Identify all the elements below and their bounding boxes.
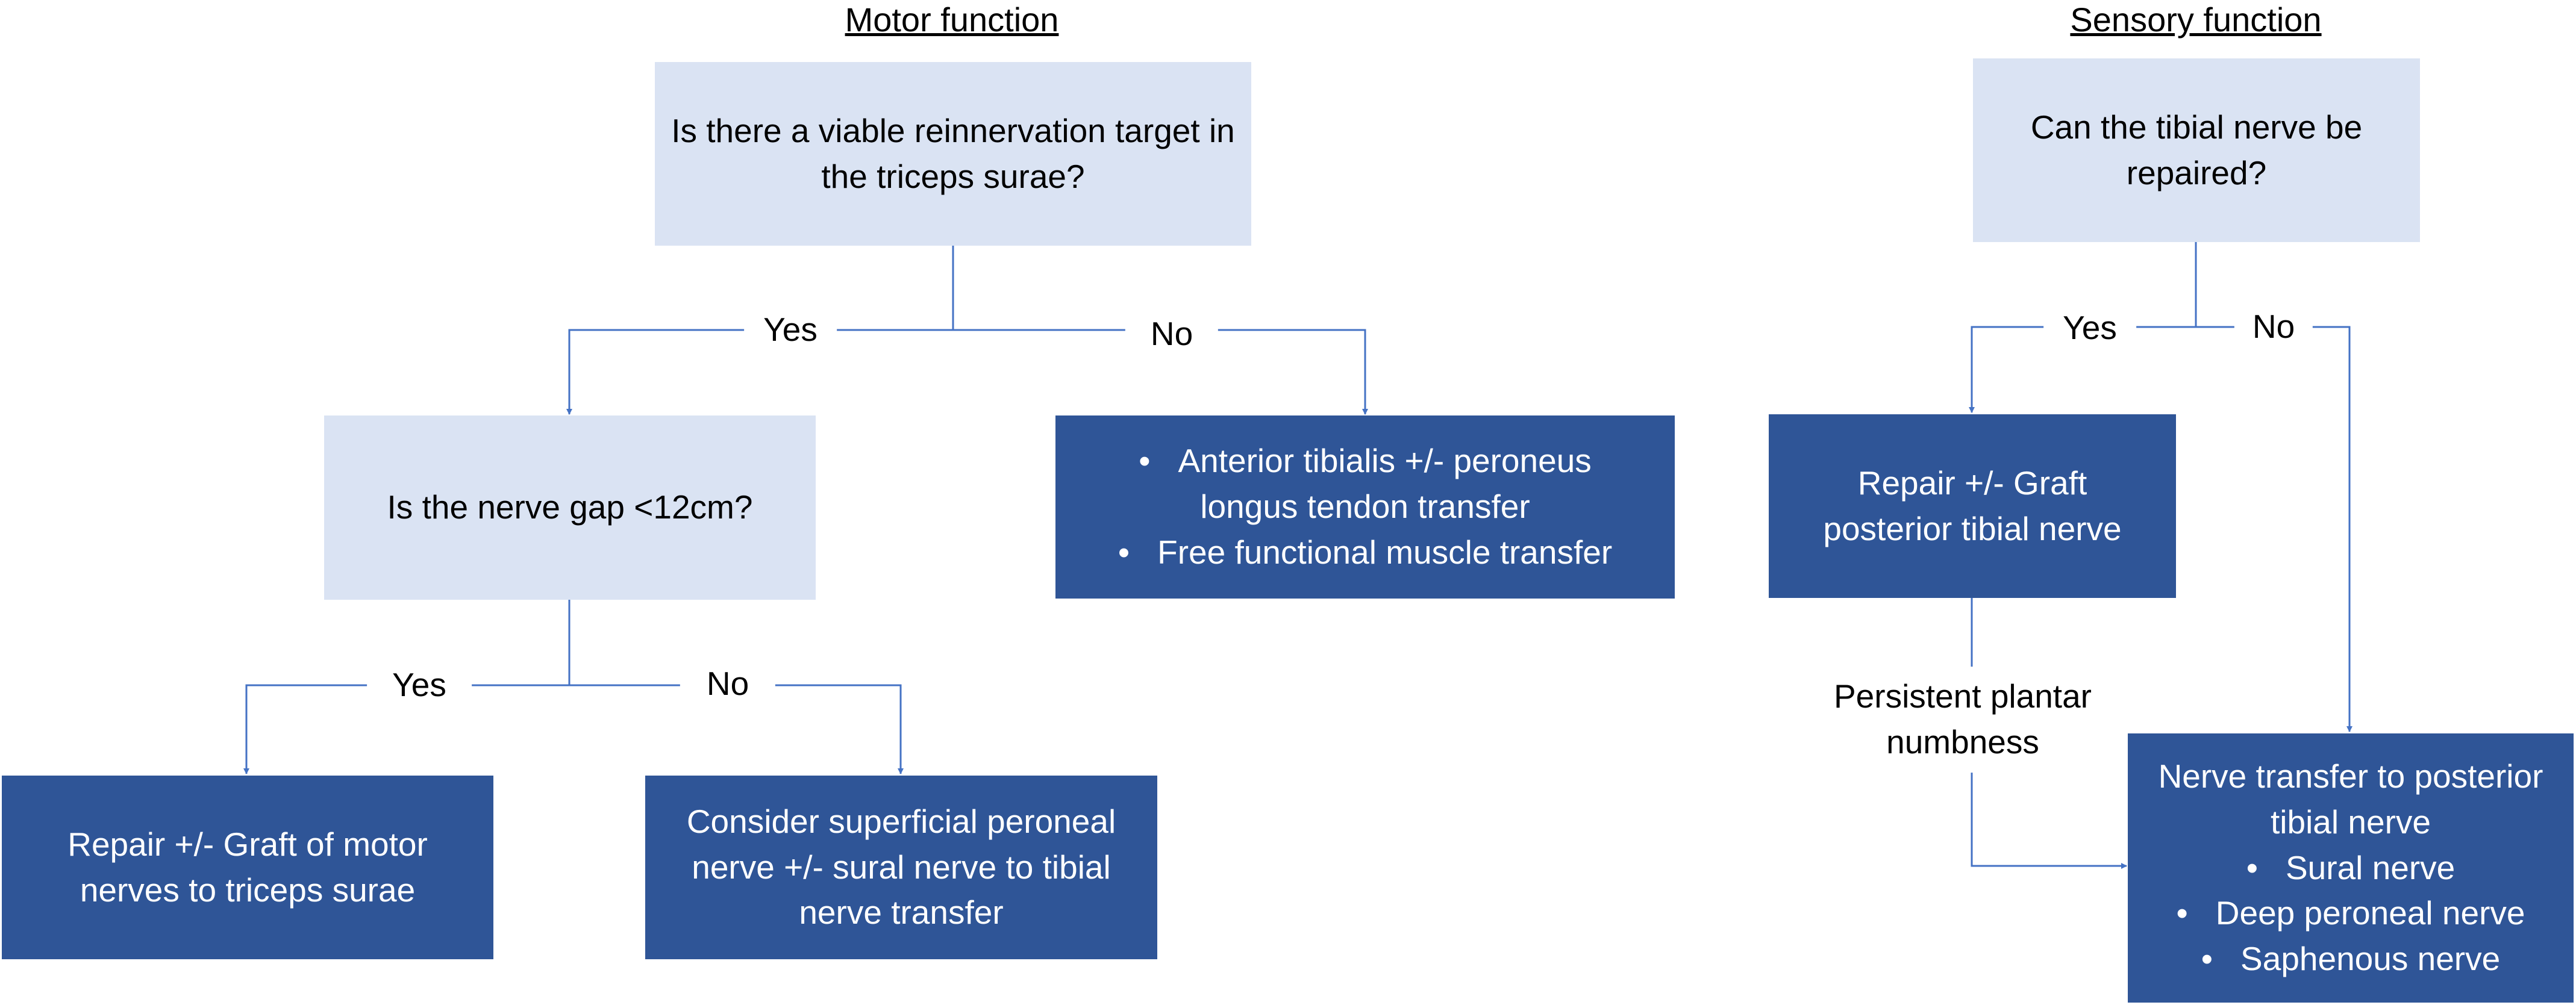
q2-no-label: No bbox=[680, 661, 776, 707]
tendon-transfer-box: Anterior tibialis +/- peroneus longus te… bbox=[1055, 415, 1675, 599]
nerve-transfer-item: Sural nerve bbox=[2177, 845, 2525, 891]
s1-no-label: No bbox=[2234, 304, 2313, 350]
s1-tibial-repair-text: Can the tibial nerve be repaired? bbox=[2030, 108, 2363, 191]
nerve-transfer-tibial-box: Nerve transfer to posterior tibial nerve… bbox=[2128, 733, 2574, 1003]
tendon-transfer-item: Free functional muscle transfer bbox=[1092, 530, 1639, 576]
persistent-numbness-label: Persistent plantar numbness bbox=[1818, 667, 2107, 773]
tendon-transfer-item: Anterior tibialis +/- peroneus longus te… bbox=[1092, 438, 1639, 530]
connector-q1-no bbox=[953, 329, 1368, 415]
nerve-transfer-list: Sural nerve Deep peroneal nerve Saphenou… bbox=[2177, 845, 2525, 983]
s1-yes-label: Yes bbox=[2043, 305, 2136, 351]
repair-graft-motor-box: Repair +/- Graft of motor nerves to tric… bbox=[2, 776, 493, 959]
sensory-function-heading: Sensory function bbox=[2070, 1, 2322, 39]
connector-s1-no bbox=[2196, 326, 2352, 732]
q1-viable-target-box: Is there a viable reinnervation target i… bbox=[655, 62, 1251, 246]
motor-function-heading: Motor function bbox=[845, 1, 1059, 39]
q1-yes-label: Yes bbox=[744, 307, 837, 353]
repair-graft-tibial-box: Repair +/- Graft posterior tibial nerve bbox=[1769, 414, 2176, 598]
nerve-transfer-item: Deep peroneal nerve bbox=[2177, 891, 2525, 936]
nerve-transfer-tibial-title: Nerve transfer to posterior tibial nerve bbox=[2158, 757, 2543, 841]
q2-yes-label: Yes bbox=[367, 662, 472, 708]
q1-no-label: No bbox=[1125, 311, 1219, 357]
repair-graft-tibial-text: Repair +/- Graft posterior tibial nerve bbox=[1823, 464, 2122, 547]
q1-viable-target-text: Is there a viable reinnervation target i… bbox=[671, 111, 1235, 195]
q2-nerve-gap-text: Is the nerve gap <12cm? bbox=[387, 488, 753, 526]
q2-nerve-gap-box: Is the nerve gap <12cm? bbox=[324, 415, 816, 600]
s1-tibial-repair-box: Can the tibial nerve be repaired? bbox=[1973, 58, 2420, 242]
superficial-peroneal-transfer-text: Consider superficial peroneal nerve +/- … bbox=[686, 802, 1116, 932]
repair-graft-motor-text: Repair +/- Graft of motor nerves to tric… bbox=[67, 825, 428, 909]
superficial-peroneal-transfer-box: Consider superficial peroneal nerve +/- … bbox=[645, 776, 1157, 959]
connector-q2-no bbox=[569, 684, 904, 774]
nerve-transfer-item: Saphenous nerve bbox=[2177, 936, 2525, 982]
tendon-transfer-list: Anterior tibialis +/- peroneus longus te… bbox=[1092, 438, 1639, 576]
